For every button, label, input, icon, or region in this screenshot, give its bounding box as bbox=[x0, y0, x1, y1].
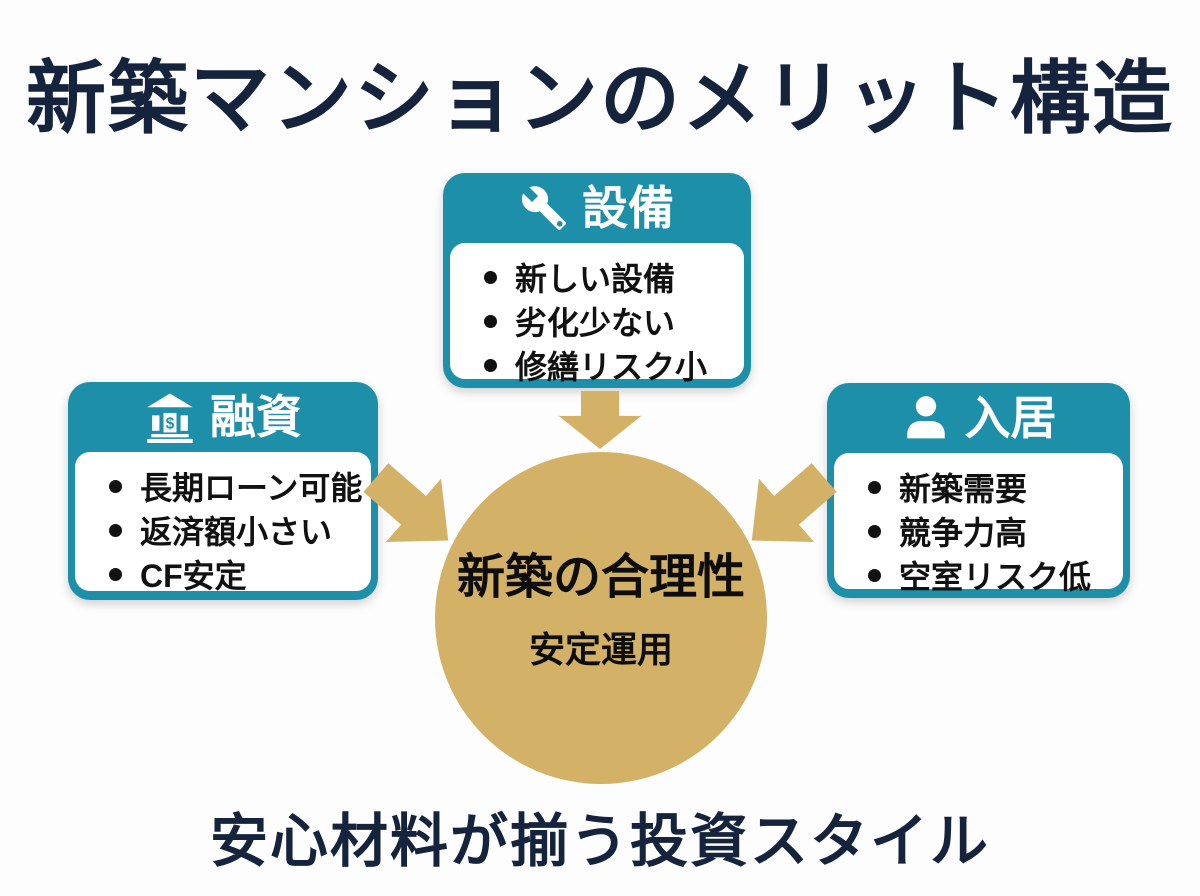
arrow-occupancy-to-center-icon bbox=[751, 463, 837, 543]
card-occupancy: 入居 新築需要 競争力高 空室リスク低 bbox=[827, 383, 1130, 598]
list-item: 空室リスク低 bbox=[868, 553, 1113, 597]
card-financing-title: 融資 bbox=[210, 391, 302, 443]
bullet-dot bbox=[109, 479, 122, 493]
bullet-dot bbox=[868, 568, 881, 582]
list-item-text: 返済額小さい bbox=[140, 514, 333, 550]
list-item: 長期ローン可能 bbox=[109, 464, 363, 508]
card-equipment-header: 設備 bbox=[443, 173, 751, 243]
center-circle: 新築の合理性 安定運用 bbox=[435, 452, 767, 784]
bullet-dot bbox=[484, 270, 497, 284]
card-occupancy-body: 新築需要 競争力高 空室リスク低 bbox=[834, 453, 1123, 595]
list-item-text: 新しい設備 bbox=[515, 261, 676, 297]
list-item-text: 新築需要 bbox=[899, 471, 1028, 507]
list-item-text: 長期ローン可能 bbox=[140, 470, 363, 506]
card-occupancy-header: 入居 bbox=[827, 383, 1130, 453]
list-item-text: 競争力高 bbox=[899, 515, 1028, 551]
person-icon bbox=[901, 393, 951, 443]
list-item: 劣化少ない bbox=[484, 299, 734, 343]
card-equipment-body: 新しい設備 劣化少ない 修繕リスク小 bbox=[450, 243, 744, 385]
bullet-dot bbox=[484, 358, 497, 372]
bullet-dot bbox=[109, 523, 122, 537]
page-title: 新築マンションのメリット構造 bbox=[26, 54, 1174, 143]
card-financing-body: 長期ローン可能 返済額小さい CF安定 bbox=[75, 452, 371, 594]
arrow-equipment-to-center-icon bbox=[558, 391, 642, 449]
list-item-text: 空室リスク低 bbox=[899, 559, 1092, 595]
center-title: 新築の合理性 bbox=[456, 551, 745, 604]
bullet-dot bbox=[109, 567, 122, 581]
card-equipment-title: 設備 bbox=[582, 182, 674, 234]
list-item: 返済額小さい bbox=[109, 508, 361, 552]
list-item: 新しい設備 bbox=[484, 255, 734, 299]
wrench-icon bbox=[520, 184, 568, 232]
card-occupancy-title: 入居 bbox=[964, 392, 1057, 444]
list-item-text: 修繕リスク小 bbox=[515, 349, 708, 385]
bullet-dot bbox=[484, 314, 497, 328]
svg-text:$: $ bbox=[166, 415, 175, 432]
bullet-dot bbox=[868, 524, 881, 538]
bank-icon: $ bbox=[144, 391, 196, 443]
arrow-financing-to-center-icon bbox=[363, 463, 449, 543]
bullet-dot bbox=[868, 480, 881, 494]
list-item-text: CF安定 bbox=[140, 558, 247, 594]
center-subtitle: 安定運用 bbox=[528, 629, 673, 670]
list-item: CF安定 bbox=[109, 552, 361, 596]
card-financing-header: $ 融資 bbox=[68, 382, 378, 452]
list-item: 競争力高 bbox=[868, 509, 1113, 553]
card-equipment: 設備 新しい設備 劣化少ない 修繕リスク小 bbox=[443, 173, 751, 388]
footer-tagline: 安心材料が揃う投資スタイル bbox=[209, 809, 990, 874]
card-financing: $ 融資 長期ローン可能 返済額小さい CF安定 bbox=[68, 382, 378, 600]
list-item: 修繕リスク小 bbox=[484, 343, 734, 387]
list-item: 新築需要 bbox=[868, 465, 1113, 509]
list-item-text: 劣化少ない bbox=[515, 305, 676, 341]
